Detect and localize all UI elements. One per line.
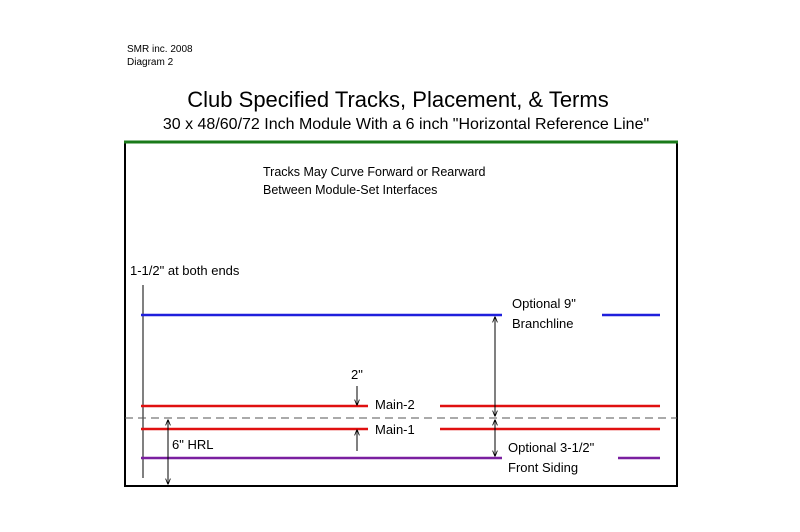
curve-note-line1: Tracks May Curve Forward or Rearward [263, 165, 486, 179]
main1-label: Main-1 [375, 422, 415, 437]
branchline-label-line2: Branchline [512, 316, 573, 331]
hrl-label: 6" HRL [172, 437, 213, 452]
siding-label-line1: Optional 3-1/2" [508, 440, 595, 455]
diagram-title: Club Specified Tracks, Placement, & Term… [187, 87, 609, 112]
diagram-number: Diagram 2 [127, 57, 174, 68]
end-spacing-label: 1-1/2" at both ends [130, 263, 240, 278]
diagram-subtitle: 30 x 48/60/72 Inch Module With a 6 inch … [162, 116, 650, 133]
credit-text: SMR inc. 2008 [127, 44, 193, 55]
branchline-label-line1: Optional 9" [512, 296, 576, 311]
main2-label: Main-2 [375, 397, 415, 412]
siding-label-line2: Front Siding [508, 460, 578, 475]
spacing-label: 2" [351, 367, 363, 382]
curve-note-line2: Between Module-Set Interfaces [263, 183, 437, 197]
